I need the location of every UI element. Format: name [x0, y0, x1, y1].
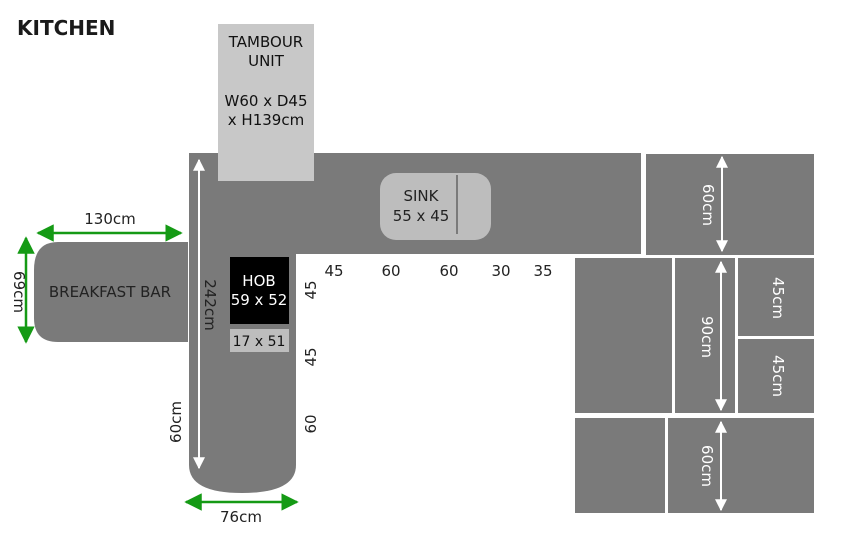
peninsula-length-label: 242cm	[201, 279, 219, 331]
hob	[230, 257, 289, 324]
peninsula-side-label: 60cm	[167, 401, 185, 443]
unit-bottom-left	[575, 418, 665, 513]
unit-mid-right-bottom	[738, 339, 814, 413]
hob-size: 59 x 52	[231, 291, 288, 309]
unit-bottom-right	[668, 418, 814, 513]
sink-size: 55 x 45	[393, 207, 450, 225]
hob-label: HOB	[242, 272, 275, 290]
side-run-label: 45	[302, 280, 320, 299]
tambour-dims-2: x H139cm	[228, 111, 304, 129]
unit-bottom-label: 60cm	[698, 445, 716, 487]
unit-mid-a-label: 45cm	[769, 277, 787, 319]
small-unit-label: 17 x 51	[233, 334, 286, 350]
peninsula-width-label: 76cm	[220, 508, 262, 526]
bar-depth-label: 69cm	[10, 271, 28, 313]
unit-mid-left	[575, 258, 672, 413]
unit-mid-label: 90cm	[698, 316, 716, 358]
unit-top-label: 60cm	[699, 184, 717, 226]
unit-mid-b-label: 45cm	[769, 355, 787, 397]
back-run-label: 60	[381, 262, 400, 280]
back-run-measurements: 45 60 60 30 35	[324, 262, 552, 280]
breakfast-bar-label: BREAKFAST BAR	[49, 283, 171, 301]
tambour-unit	[218, 24, 314, 181]
side-run-label: 60	[302, 414, 320, 433]
tambour-title: TAMBOUR	[228, 33, 303, 51]
sink-label: SINK	[403, 187, 439, 205]
back-run-label: 30	[491, 262, 510, 280]
tambour-dims-1: W60 x D45	[225, 92, 308, 110]
tambour-subtitle: UNIT	[248, 52, 285, 70]
back-run-label: 60	[439, 262, 458, 280]
side-run-label: 45	[302, 347, 320, 366]
side-run-measurements: 45 45 60	[302, 280, 320, 433]
bar-width-label: 130cm	[84, 210, 136, 228]
breakfast-bar	[34, 242, 188, 342]
back-run-label: 35	[533, 262, 552, 280]
unit-top-right	[646, 154, 814, 255]
back-run-label: 45	[324, 262, 343, 280]
unit-mid-right-top	[738, 258, 814, 336]
page-title: KITCHEN	[17, 16, 115, 40]
small-unit	[230, 329, 289, 352]
sink	[380, 173, 491, 240]
